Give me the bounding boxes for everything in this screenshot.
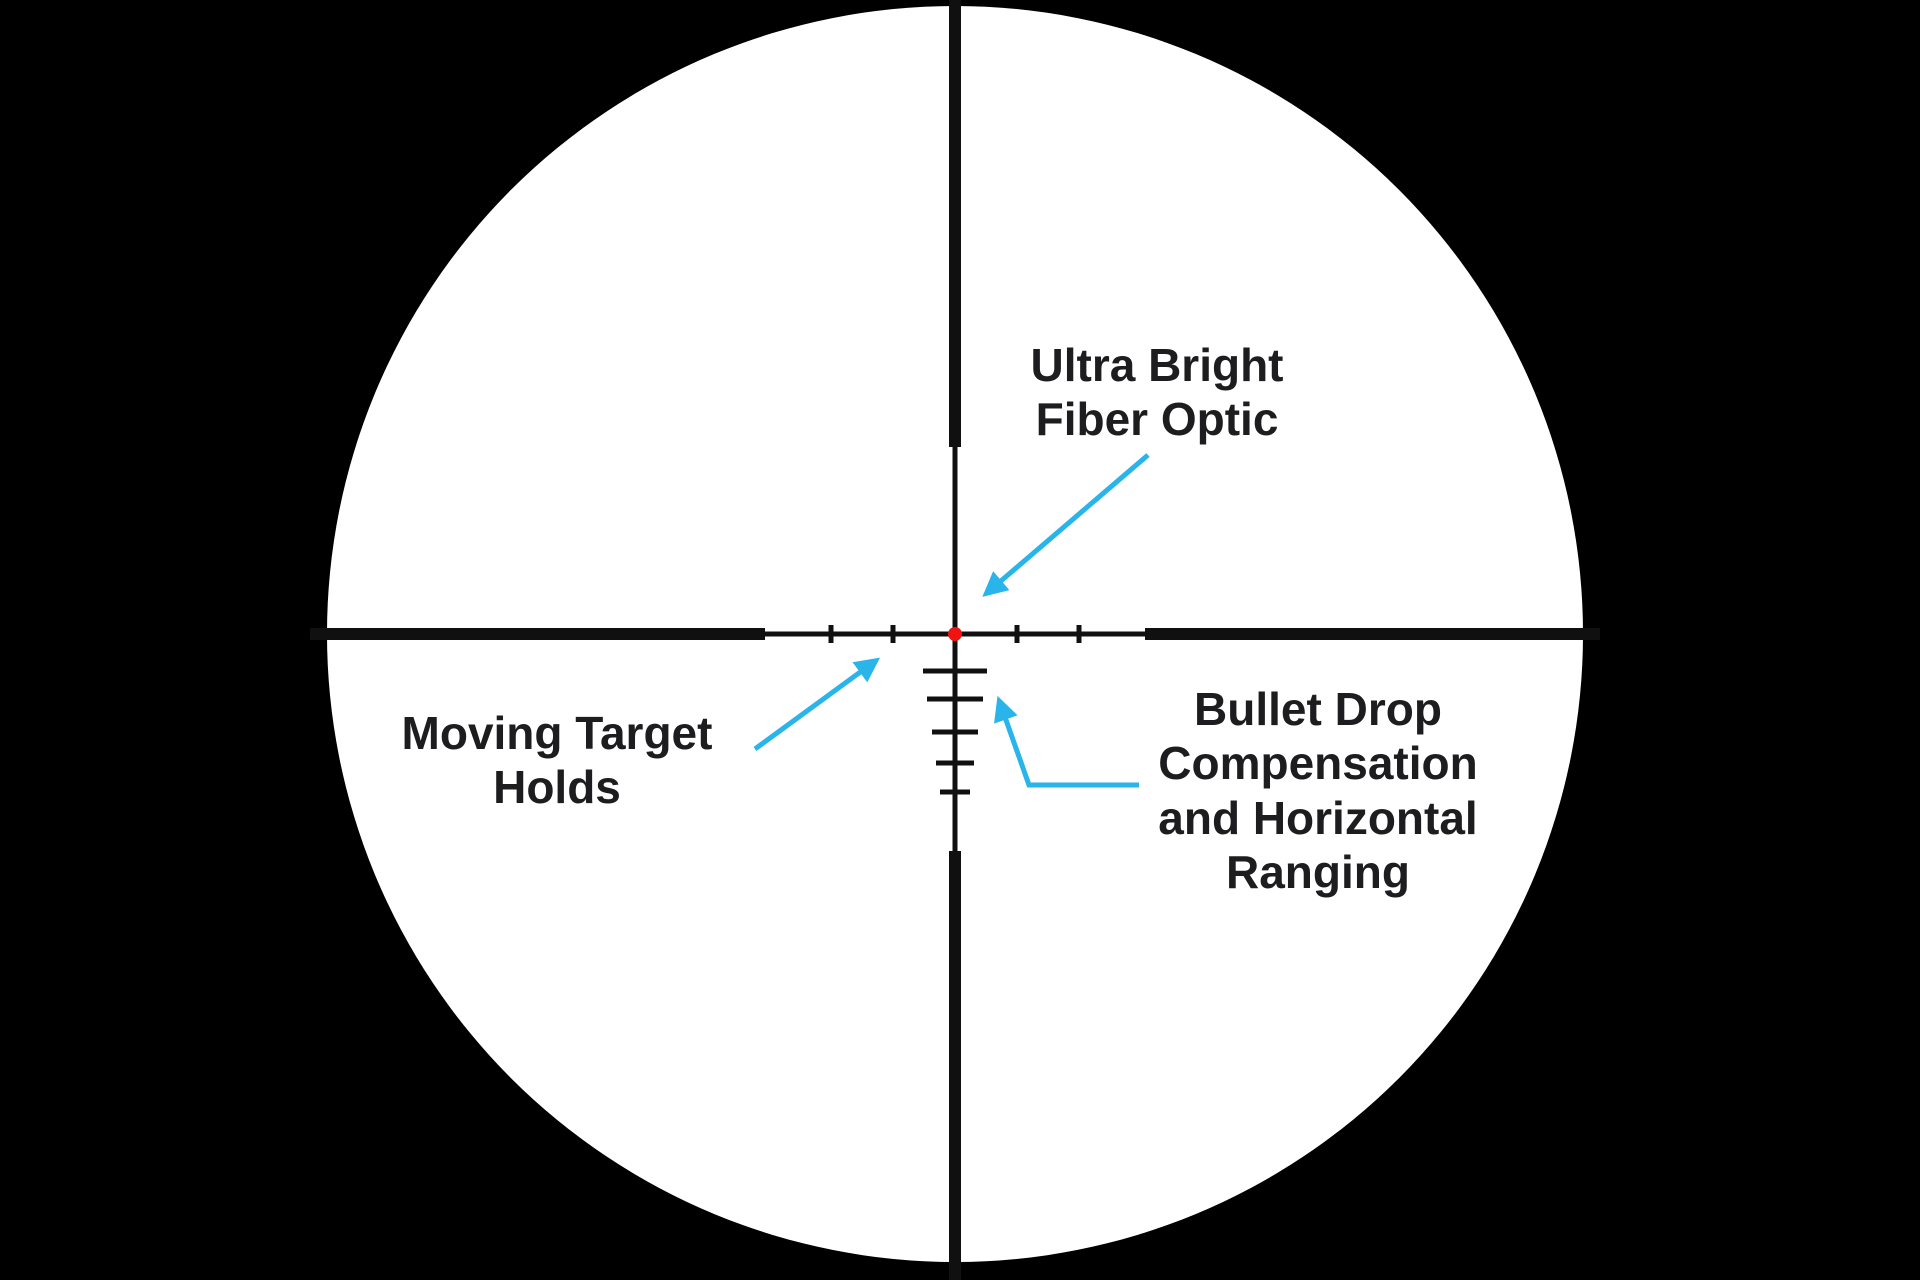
crosshair-top-post <box>949 0 961 447</box>
bdc-rung-4 <box>936 760 974 766</box>
crosshair-right-post <box>1145 628 1600 640</box>
label-bdc: Bullet Drop Compensation and Horizontal … <box>1158 683 1478 898</box>
bdc-rung-5 <box>940 789 970 795</box>
bdc-rung-3 <box>932 729 978 735</box>
label-moving-target: Moving Target Holds <box>401 707 713 814</box>
hold-tick-right-inner <box>1014 625 1020 643</box>
crosshair-left-post <box>310 628 765 640</box>
bdc-rung-2 <box>927 696 983 702</box>
crosshair-bottom-post <box>949 851 961 1280</box>
arrow-moving-target <box>753 657 881 752</box>
label-fiber-optic: Ultra Bright Fiber Optic <box>1030 339 1284 446</box>
hold-tick-right-outer <box>1076 625 1082 643</box>
hold-tick-left-outer <box>828 625 834 643</box>
bdc-rung-1 <box>923 668 987 674</box>
crosshair-vertical-thin-line <box>952 447 958 851</box>
arrow-fiber-optic <box>982 453 1150 597</box>
annotation-arrows <box>753 453 1150 788</box>
hold-tick-left-inner <box>890 625 896 643</box>
fiber-optic-center-dot <box>948 627 962 641</box>
arrow-bdc <box>994 695 1139 788</box>
